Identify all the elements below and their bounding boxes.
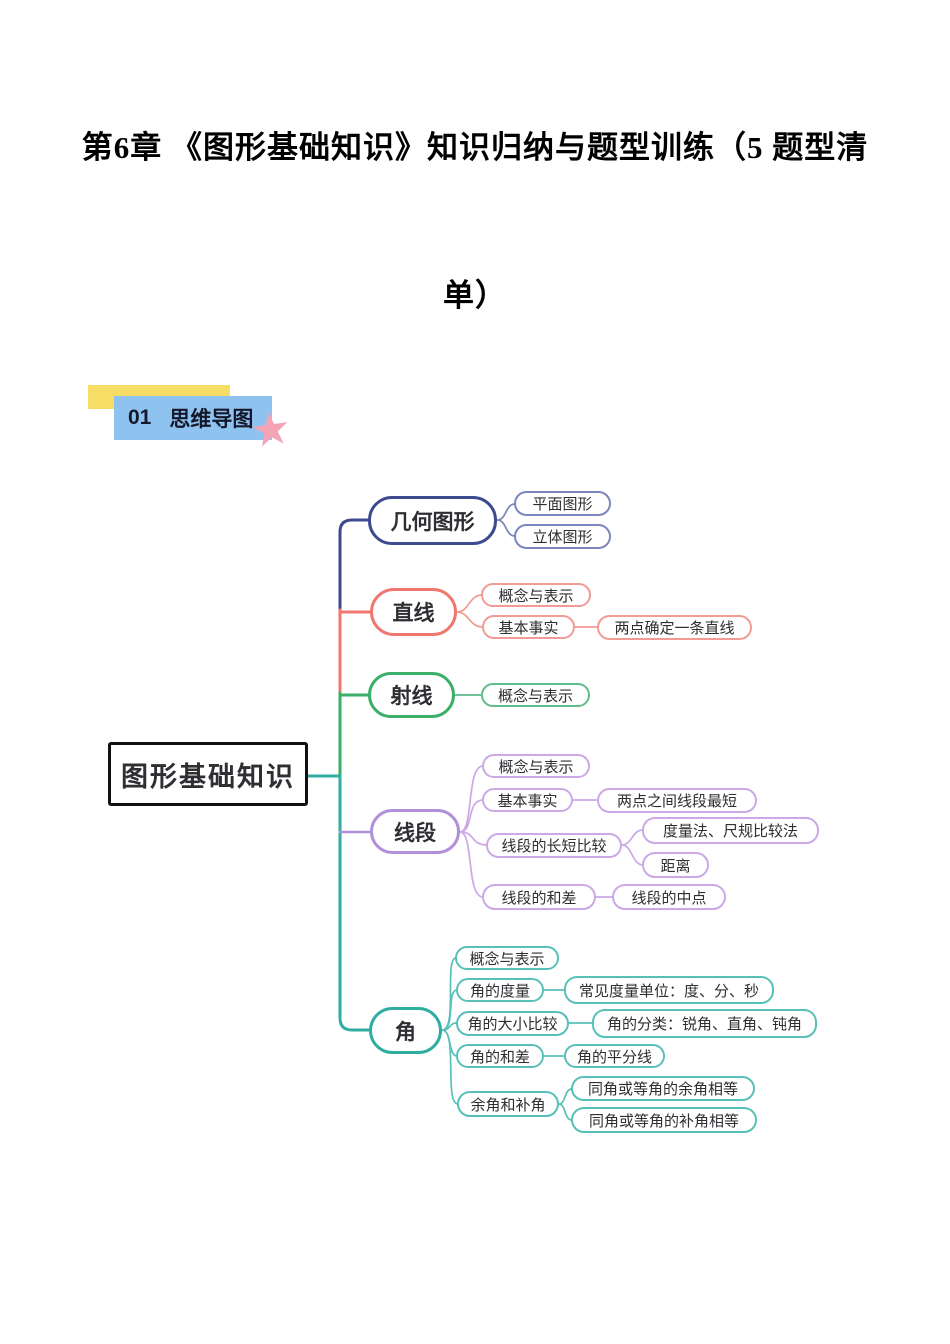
branch-geometric-figures: 几何图形 (368, 496, 497, 545)
section-number: 01 (128, 406, 152, 429)
node-angle-units: 常见度量单位：度、分、秒 (564, 976, 774, 1004)
node-shortest-segment: 两点之间线段最短 (597, 788, 757, 813)
node-two-points-determine-line: 两点确定一条直线 (597, 615, 752, 640)
node-angle-measure: 角的度量 (456, 978, 544, 1002)
star-icon: ★ (246, 400, 295, 458)
section-label: 思维导图 (169, 408, 254, 431)
node-angle-sum-diff: 角的和差 (456, 1044, 544, 1068)
node-line-concept: 概念与表示 (481, 583, 591, 607)
trunk-lines (306, 518, 374, 1032)
node-segment-concept: 概念与表示 (482, 754, 590, 778)
section-badge: 01 思维导图 (114, 396, 272, 440)
root-node: 图形基础知识 (108, 742, 308, 806)
node-angle-classification: 角的分类：锐角、直角、钝角 (592, 1009, 817, 1038)
node-plane-figures: 平面图形 (514, 491, 611, 516)
node-complementary-supplementary: 余角和补角 (457, 1091, 559, 1117)
node-segment-sum-diff: 线段的和差 (482, 884, 596, 910)
node-equal-supplements: 同角或等角的补角相等 (571, 1107, 757, 1133)
branch-straight-line: 直线 (370, 588, 457, 636)
node-distance: 距离 (642, 852, 709, 878)
node-solid-figures: 立体图形 (514, 524, 611, 549)
branch-segment: 线段 (370, 809, 460, 854)
node-measure-methods: 度量法、尺规比较法 (642, 817, 819, 844)
branch-ray: 射线 (368, 672, 455, 718)
node-ray-concept: 概念与表示 (481, 683, 590, 707)
node-angle-size-compare: 角的大小比较 (456, 1011, 569, 1036)
page-title-line-1: 第6章 《图形基础知识》知识归纳与题型训练（5 题型清 (81, 130, 869, 165)
node-equal-complements: 同角或等角的余角相等 (571, 1076, 755, 1101)
node-angle-bisector: 角的平分线 (564, 1044, 665, 1068)
branch-angle: 角 (369, 1007, 442, 1054)
node-line-basic-fact: 基本事实 (482, 615, 575, 639)
node-angle-concept: 概念与表示 (455, 946, 559, 970)
node-segment-midpoint: 线段的中点 (612, 884, 726, 910)
node-segment-basic-fact: 基本事实 (482, 788, 573, 812)
page-title-line-2: 单） (443, 278, 507, 313)
node-segment-length-compare: 线段的长短比较 (486, 833, 622, 858)
